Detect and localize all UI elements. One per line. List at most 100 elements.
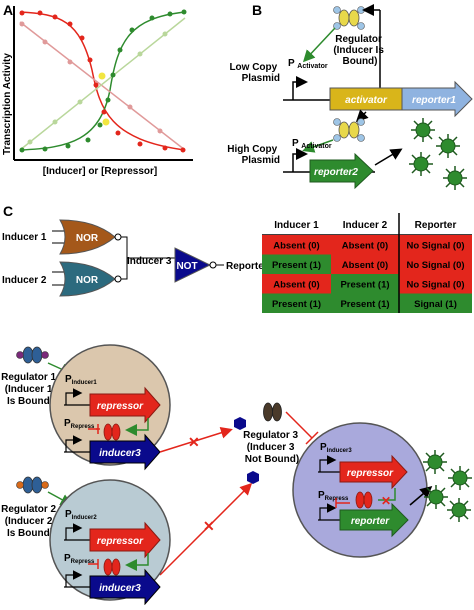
regulator-top-line2: (Inducer Is <box>333 45 384 56</box>
repressor-protein-3b <box>363 491 373 509</box>
green-points <box>19 9 187 153</box>
table-cell-bg <box>262 254 331 274</box>
nor-gate-bottom: NOR <box>59 261 122 297</box>
regulator3-line1: Regulator 3 <box>243 430 298 441</box>
regulator3-line3: Not Bound) <box>245 454 299 465</box>
inducer3-gene-2: inducer3 <box>89 568 161 606</box>
inducer3-molecule-1 <box>234 417 246 430</box>
reporter-output-label: Reporter <box>226 261 268 272</box>
svg-text:P Activator: P Activator <box>288 58 328 70</box>
signal-star-5 <box>422 449 448 475</box>
low-copy-line2: Plasmid <box>242 73 280 84</box>
panel-a-plot <box>13 6 193 161</box>
high-copy-promoter <box>292 148 308 172</box>
repressor-gene-2: repressor <box>89 521 161 559</box>
svg-text:Low Copy Plasmid: Low Copy Plasmid <box>229 62 280 84</box>
table-cell-bg <box>262 235 331 255</box>
regulator3-icon <box>263 402 282 422</box>
not-label: NOT <box>176 261 197 272</box>
activator-gene-label: activator <box>345 95 388 106</box>
regulator3-line2: (Inducer 3 <box>247 442 295 453</box>
table-cell: No Signal (0) <box>406 260 464 271</box>
regulator-top-line1: Regulator <box>335 34 382 45</box>
table-cell: Present (1) <box>340 299 389 310</box>
block-x-1: ✕ <box>188 434 200 450</box>
table-row: Absent (0) Absent (0) No Signal (0) <box>262 235 472 255</box>
green-sigmoid <box>19 11 186 151</box>
inducer3-molecule-2 <box>247 471 259 484</box>
promoter-activator-sub: Activator <box>297 63 328 70</box>
cell-2: PInducer2 repressor PRepress inducer3 <box>49 479 171 606</box>
reporter2-gene-label: reporter2 <box>314 167 358 178</box>
repressor-protein-3a <box>355 491 365 509</box>
regulator-mid-to-promoter-arrow <box>302 139 334 153</box>
table-cell: Absent (0) <box>342 260 388 271</box>
intersection-bottom <box>102 118 110 126</box>
svg-text:Regulator 2 (Inducer 2: Regulator 2 (Inducer 2 Is Bound) <box>1 504 59 539</box>
regulator2-line3: Is Bound) <box>7 528 53 539</box>
signal-star-6 <box>447 465 473 491</box>
reporter1-gene: reporter1 <box>401 80 473 118</box>
reporter2-to-signal-arrow <box>374 148 403 166</box>
table-cell: No Signal (0) <box>406 241 464 252</box>
pink-line <box>19 21 186 151</box>
table-cell: Absent (0) <box>273 241 319 252</box>
table-cell: Signal (1) <box>414 299 457 310</box>
blocked-arrow-cell1 <box>159 426 233 453</box>
table-cell: No Signal (0) <box>406 280 464 291</box>
table-cell-bg <box>331 293 399 313</box>
table-cell-bg <box>399 274 472 294</box>
signal-star-1 <box>410 117 436 143</box>
repressor-gene-3-label: repressor <box>347 468 394 479</box>
nor-gate-top: NOR <box>59 219 122 255</box>
regulator1-line1: Regulator 1 <box>1 372 56 383</box>
svg-text:High Copy Plasmid: High Copy Plasmid <box>227 144 280 166</box>
lightgreen-line <box>19 17 186 151</box>
repressor-gene-2-label: repressor <box>97 536 144 547</box>
repressor-protein-1b <box>111 423 121 441</box>
panel-b-label: B <box>252 2 262 18</box>
regulator2-line2: (Inducer 2 <box>5 516 53 527</box>
table-row: Present (1) Absent (0) No Signal (0) <box>262 254 472 274</box>
low-copy-line1: Low Copy <box>229 62 277 73</box>
signal-star-4 <box>442 165 468 191</box>
high-copy-line2: Plasmid <box>242 155 280 166</box>
regulator1-line2: (Inducer 1 <box>5 384 53 395</box>
intersection-top <box>98 72 106 80</box>
red-points <box>19 10 186 153</box>
svg-text:Regulator 3 (Inducer 3: Regulator 3 (Inducer 3 Not Bound) <box>243 430 301 465</box>
table-header-3: Reporter <box>415 220 457 231</box>
low-copy-promoter <box>292 76 308 100</box>
inducer3-gene-2-label: inducer3 <box>99 583 141 594</box>
svg-text:Regulator (Inducer Is: Regulator (Inducer Is Bound) <box>333 34 386 67</box>
panel-c-label: C <box>3 203 13 219</box>
block-x-3: ✕ <box>381 494 391 508</box>
repressor-protein-2a <box>103 558 113 576</box>
regulator2-icon <box>16 476 49 494</box>
table-cell: Absent (0) <box>342 241 388 252</box>
table-cell: Present (1) <box>272 260 321 271</box>
regulator3-inhibit-line <box>285 411 313 439</box>
repressor-gene-1-label: repressor <box>97 401 144 412</box>
panel-a-xlabel: [Inducer] or [Repressor] <box>43 166 157 177</box>
cell-3: PInducer3 repressor PRepress ✕ reporter <box>292 422 428 558</box>
table-row: Absent (0)Present (1)No Signal (0) <box>262 274 472 294</box>
regulator1-icon <box>16 346 49 364</box>
reporter-gene-label: reporter <box>351 516 390 527</box>
panel-a-ylabel: Transcription Activity <box>2 53 13 155</box>
lightgreen-points <box>27 31 168 145</box>
p-inducer3-sub: Inducer3 <box>327 448 353 454</box>
table-cell-bg <box>399 254 472 274</box>
high-copy-line1: High Copy <box>227 144 277 155</box>
p-inducer2-sub: Inducer2 <box>72 515 98 521</box>
arrow-cell2-to-regulator3 <box>159 482 253 576</box>
p-repress2-sub: Repress <box>71 559 95 565</box>
table-cell-bg <box>262 293 331 313</box>
repressor-protein-2b <box>111 558 121 576</box>
table-cell-bg <box>331 254 399 274</box>
p-repress3-sub: Repress <box>325 496 349 502</box>
nor-top-label: NOR <box>76 233 99 244</box>
table-row: Present (1)Present (1)Signal (1) <box>262 293 472 313</box>
table-cell-bg <box>331 274 399 294</box>
